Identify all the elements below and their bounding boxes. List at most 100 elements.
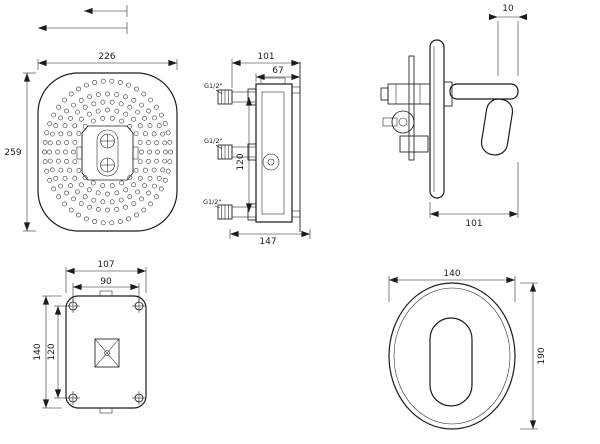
perforation-dot (42, 159, 48, 165)
thread-leader-bottom (214, 205, 221, 209)
perforation-dot (42, 139, 48, 145)
perforation-dot (47, 158, 53, 164)
dim-section-total-depth: 147 (229, 229, 311, 247)
perforation-dot (158, 186, 164, 192)
perforation-dot (62, 123, 68, 129)
perforation-dot (71, 149, 76, 155)
bracket-view: 107 90 140 120 (33, 260, 147, 414)
perforation-dot (62, 175, 68, 181)
perforation-dot (151, 131, 157, 137)
perforation-dot (105, 207, 110, 213)
perforation-dot (123, 111, 129, 117)
perforation-dot (56, 158, 61, 164)
perforation-dot (100, 183, 106, 189)
perforation-dot (109, 78, 115, 84)
perforation-dot (64, 190, 69, 196)
perforation-dot (165, 168, 171, 174)
perforation-dot (109, 220, 115, 226)
perforation-dot (75, 189, 80, 195)
perforation-dot (137, 139, 143, 145)
perforation-dot (162, 121, 168, 127)
front-view: 226 259 (4, 52, 178, 232)
lever-handle (443, 81, 519, 156)
perforation-dot (64, 158, 69, 164)
perforation-dot (167, 139, 173, 145)
perforation-dot (117, 80, 123, 85)
perforation-dot (51, 112, 57, 118)
perforation-dot (76, 212, 81, 218)
perforation-dot (148, 97, 153, 103)
perforation-dot (68, 183, 73, 189)
side-view: 10 101 (380, 4, 528, 229)
perforation-dot (92, 219, 98, 224)
perforation-dot (71, 196, 76, 202)
perforation-dot (137, 123, 143, 129)
perforation-dot (68, 207, 74, 213)
dim-label-front-height: 259 (4, 148, 21, 158)
perforation-dot (146, 108, 151, 114)
perforation-dot (118, 101, 124, 107)
perforation-dot (71, 102, 76, 108)
perforation-dot (100, 220, 106, 226)
perforation-dot (58, 131, 64, 137)
perforation-dot (123, 94, 128, 100)
escutcheon-slot (429, 317, 473, 407)
perforation-dot (145, 140, 151, 146)
escutcheon-view: 140 190 (388, 269, 547, 430)
perforation-dot (147, 175, 153, 181)
perforation-dot (58, 183, 63, 189)
valve-mechanism (76, 125, 139, 181)
dim-label-101-side: 101 (465, 219, 482, 229)
perforation-dot (134, 212, 139, 218)
dim-section-body-depth: 67 (255, 66, 301, 82)
dim-front-width: 226 (37, 52, 178, 70)
perforation-dot (119, 118, 124, 124)
perforation-dot (142, 167, 148, 173)
perforation-dot (133, 167, 139, 173)
dim-label-67: 67 (272, 66, 283, 76)
perforation-dot (160, 167, 166, 173)
perforation-dot (76, 131, 82, 136)
perforation-dot (67, 131, 73, 137)
perforation-dot (84, 82, 89, 88)
perforation-dot (53, 175, 59, 181)
perforation-dot (118, 197, 124, 203)
perforation-dot (156, 123, 162, 129)
perforation-dot (109, 115, 115, 121)
perforation-dot (72, 159, 78, 164)
perforation-dot (78, 182, 84, 188)
wall-plate-edge (429, 39, 445, 199)
perforation-dot (127, 194, 133, 200)
perforation-dot (158, 112, 164, 118)
perforation-dot (47, 149, 52, 155)
perforation-dot (58, 167, 64, 173)
dim-bracket-holes-x: 90 (72, 277, 140, 302)
perforation-dot (62, 201, 67, 207)
dim-side-projection: 101 (429, 162, 519, 229)
perforation-dot (47, 121, 53, 127)
perforation-dot (141, 91, 147, 97)
perforation-dot (114, 92, 119, 98)
perforation-dot (145, 158, 151, 164)
perforation-dot (114, 190, 120, 196)
perforation-dot (168, 149, 173, 155)
perforation-dot (100, 115, 106, 121)
valve-body (255, 83, 293, 223)
perforation-dot (109, 99, 115, 105)
perforation-dot (72, 139, 78, 145)
perforation-dot (109, 183, 115, 189)
perforation-dot (146, 190, 151, 196)
perforation-dot (91, 101, 97, 107)
perforation-dot (127, 175, 133, 181)
perforation-dot (153, 194, 159, 200)
perforation-dot (64, 108, 69, 114)
perforation-dot (100, 78, 106, 84)
perforation-dot (92, 80, 98, 85)
dim-label-90: 90 (100, 277, 112, 287)
perforation-dot (44, 168, 50, 174)
perforation-dot (165, 130, 171, 136)
front-plate-outline (37, 72, 178, 232)
perforation-dot (78, 116, 84, 122)
perforation-dot (55, 149, 60, 155)
inlet-port-bottom (217, 203, 257, 221)
